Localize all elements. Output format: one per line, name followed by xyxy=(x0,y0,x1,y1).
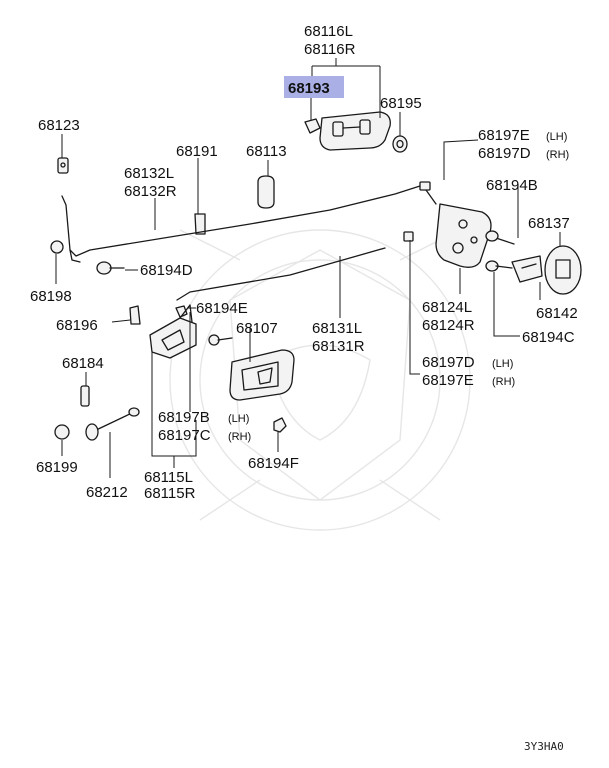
label-68196[interactable]: 68196 xyxy=(56,317,98,334)
label-68115R[interactable]: 68115R xyxy=(144,485,196,502)
screw-e-part xyxy=(175,305,188,318)
striker-part xyxy=(511,255,543,283)
label-68123[interactable]: 68123 xyxy=(38,117,80,134)
label-68195[interactable]: 68195 xyxy=(380,95,422,112)
label-68194D[interactable]: 68194D xyxy=(140,262,193,279)
diagram-code: 3Y3HA0 xyxy=(524,740,564,753)
rod-end-212-part xyxy=(85,407,140,441)
label-68198[interactable]: 68198 xyxy=(30,288,72,305)
label-68113[interactable]: 68113 xyxy=(246,143,287,160)
label-68132L[interactable]: 68132L xyxy=(124,165,174,182)
label-68197D[interactable]: 68197D xyxy=(478,145,531,162)
screw-f-part xyxy=(273,417,287,433)
label-68131L[interactable]: 68131L xyxy=(312,320,362,337)
label-68197D-side: (RH) xyxy=(546,149,569,161)
label-68212[interactable]: 68212 xyxy=(86,484,128,501)
label-68193[interactable]: 68193 xyxy=(288,80,330,97)
inside-handle-part xyxy=(149,304,197,359)
clip-196-part xyxy=(129,305,141,325)
escutcheon-part xyxy=(229,349,295,401)
label-68184[interactable]: 68184 xyxy=(62,355,104,372)
door-latch-part xyxy=(425,189,492,268)
label-68194F[interactable]: 68194F xyxy=(248,455,299,472)
label-68131R[interactable]: 68131R xyxy=(312,338,365,355)
striker-plate-part xyxy=(544,245,582,295)
rod-end-part xyxy=(50,240,64,254)
screw-d-part xyxy=(96,261,125,275)
label-68107[interactable]: 68107 xyxy=(236,320,278,337)
screw-b-part xyxy=(485,230,515,245)
label-68191[interactable]: 68191 xyxy=(176,143,218,160)
label-68197E[interactable]: 68197E xyxy=(478,127,530,144)
grommet-part xyxy=(392,135,408,153)
label-68194B[interactable]: 68194B xyxy=(486,177,538,194)
cylinder-cap-part xyxy=(257,175,275,209)
label-68197D-lower-side: (LH) xyxy=(492,358,513,370)
outside-handle-part xyxy=(319,111,391,151)
label-68124R[interactable]: 68124R xyxy=(422,317,475,334)
label-68142[interactable]: 68142 xyxy=(536,305,578,322)
clip-197-upper-part xyxy=(419,181,431,191)
label-68115L[interactable]: 68115L xyxy=(144,469,193,486)
lock-rod-part xyxy=(61,185,421,263)
label-68124L[interactable]: 68124L xyxy=(422,299,472,316)
leader-lines xyxy=(55,58,561,478)
label-68132R[interactable]: 68132R xyxy=(124,183,177,200)
rod-clip-part xyxy=(57,157,69,174)
label-68197C-side: (RH) xyxy=(228,431,251,443)
label-68197B[interactable]: 68197B xyxy=(158,409,210,426)
label-68197D-lower[interactable]: 68197D xyxy=(422,354,475,371)
label-68194E[interactable]: 68194E xyxy=(196,300,248,317)
part-highlight xyxy=(284,76,344,98)
label-68197B-side: (LH) xyxy=(228,413,249,425)
bolt-184-part xyxy=(80,385,90,407)
link-rod-part xyxy=(176,247,386,301)
label-68197E-lower[interactable]: 68197E xyxy=(422,372,474,389)
label-68197E-side: (LH) xyxy=(546,131,567,143)
screw-107-part xyxy=(208,334,233,346)
label-68199[interactable]: 68199 xyxy=(36,459,78,476)
label-68137[interactable]: 68137 xyxy=(528,215,570,232)
pivot-199-part xyxy=(54,424,70,440)
label-68116R[interactable]: 68116R xyxy=(304,41,356,58)
handle-clip-part xyxy=(304,118,321,134)
label-68194C[interactable]: 68194C xyxy=(522,329,575,346)
label-68116L[interactable]: 68116L xyxy=(304,23,353,40)
rod-holder-part xyxy=(194,213,206,235)
label-68197E-lower-side: (RH) xyxy=(492,376,515,388)
watermark-emblem xyxy=(169,229,471,531)
screw-c-part xyxy=(485,260,513,272)
label-68197C[interactable]: 68197C xyxy=(158,427,211,444)
clip-197-lower-part xyxy=(403,231,414,242)
